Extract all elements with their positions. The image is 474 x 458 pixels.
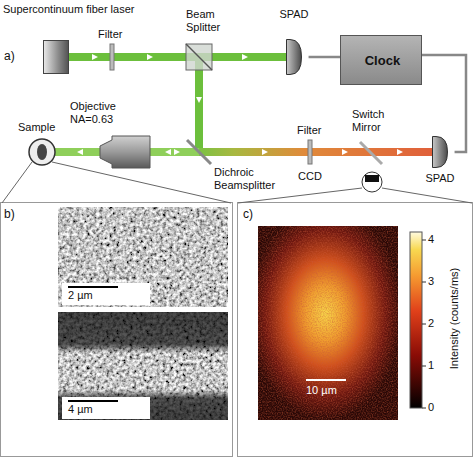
tick-label: 2 (428, 317, 434, 330)
spad-detector: SPAD (279, 8, 308, 75)
zoom-line (2, 162, 32, 203)
component-label: Dichroic Beamsplitter (214, 166, 286, 192)
sample-circle (29, 139, 55, 165)
scale-bar (306, 379, 346, 381)
intensity-map (258, 226, 398, 420)
zoom-line (382, 188, 472, 203)
tick-label: 4 (428, 233, 434, 246)
scale-label: 4 µm (68, 403, 93, 416)
detector-label: SPAD (425, 172, 454, 185)
tick (422, 324, 426, 325)
emission-beam (199, 148, 432, 156)
sem-shading (58, 312, 228, 420)
tick-label: 1 (428, 359, 434, 372)
spad-dome (286, 40, 301, 75)
clock-label: Clock (365, 54, 400, 67)
tick (422, 408, 426, 409)
colorbar (410, 232, 422, 408)
laser-label: Supercontinuum fiber laser (3, 3, 134, 16)
beam-arrow (92, 54, 98, 60)
switch-mirror (360, 142, 382, 164)
clock-box: Clock (340, 35, 422, 85)
detector-inset-chip (365, 175, 379, 182)
laser-body (43, 40, 69, 74)
component-label: Filter (98, 28, 122, 41)
scale-bar (68, 400, 118, 402)
sem-image (58, 207, 228, 307)
detector-inset (362, 172, 382, 192)
component-label: Filter (297, 124, 321, 137)
panel-letter: b) (4, 208, 15, 221)
component-label: Sample (18, 121, 55, 134)
excitation-beam (195, 61, 203, 148)
sem-image (58, 312, 228, 420)
sample-material (37, 144, 47, 160)
scale-label: 10 µm (306, 384, 337, 397)
panel-letter: a) (4, 50, 15, 63)
excitation-beam (68, 53, 286, 61)
intensity-noise (258, 226, 398, 420)
scale-label: 2 µm (68, 289, 93, 302)
beam-arrow (262, 149, 268, 155)
axis-title: Intensity (counts/ms) (448, 267, 461, 368)
beam-arrow (196, 97, 202, 103)
dichroic-mirror (187, 140, 211, 164)
tick (422, 240, 426, 241)
filter-element (308, 140, 312, 164)
detector-label: SPAD (279, 8, 308, 21)
tick (422, 366, 426, 367)
beam-arrow (174, 149, 180, 155)
component-label: Objective NA=0.63 (70, 100, 130, 126)
beam-arrow (242, 54, 248, 60)
beam-splitter-cube (186, 44, 212, 70)
scale-bar (68, 286, 118, 288)
signal-wire (422, 55, 466, 152)
spad-icon (432, 136, 448, 168)
beam-splitter-diagonal (186, 44, 212, 70)
beam-arrow (342, 149, 348, 155)
component-label: CCD (298, 170, 322, 183)
filter-element (110, 44, 114, 70)
spad-detector: SPAD (425, 136, 454, 185)
tick-label: 0 (428, 401, 434, 414)
beam-arrow (77, 149, 83, 155)
panel-c-frame (238, 203, 473, 457)
zoom-line (52, 162, 231, 203)
spad-dome (432, 137, 447, 168)
scale-box (62, 283, 150, 305)
panel-b-frame (1, 203, 233, 457)
objective-lens (100, 136, 150, 168)
beam-arrow (397, 149, 403, 155)
beam-arrow (165, 149, 171, 155)
scale-box (62, 397, 150, 419)
component-label: Beam Splitter (186, 8, 238, 34)
panel-letter: c) (243, 208, 253, 221)
component-label: Switch Mirror (352, 108, 402, 134)
tick-label: 3 (428, 275, 434, 288)
signal-wire (309, 56, 340, 59)
tick (422, 282, 426, 283)
beam-arrow (147, 54, 153, 60)
colorbar-ticks (422, 240, 426, 408)
spad-icon (286, 39, 302, 75)
